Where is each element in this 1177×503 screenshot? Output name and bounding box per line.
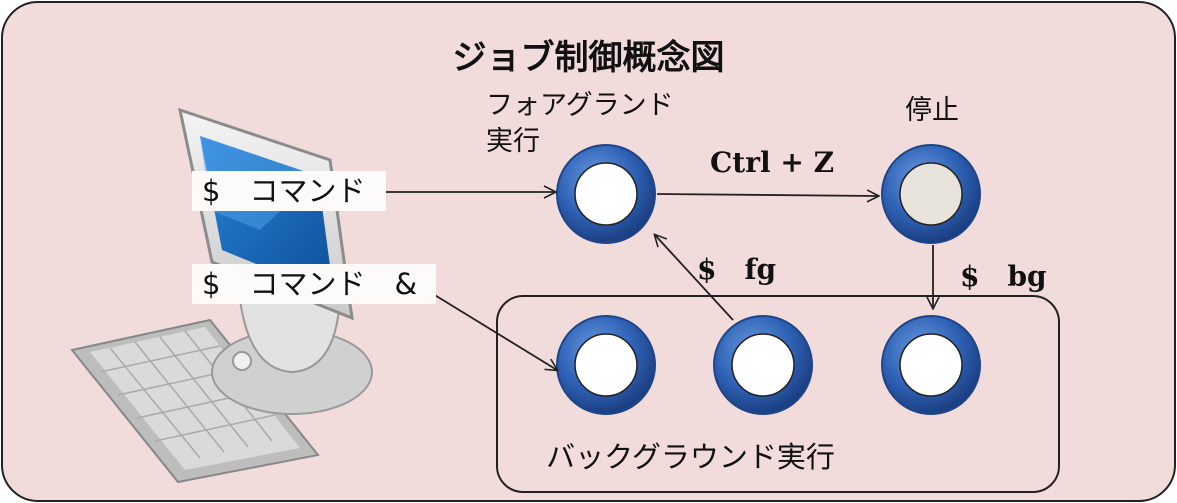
ctrl-z-label: Ctrl + Z bbox=[710, 146, 835, 179]
stopped-label: 停止 bbox=[905, 95, 959, 126]
background-label: バックグラウンド実行 bbox=[546, 440, 835, 474]
bg-command-label: $ bg bbox=[960, 260, 1047, 293]
background-command-label: $ コマンド & bbox=[192, 264, 436, 304]
background-job-node bbox=[713, 315, 813, 415]
arrow-command-to-background bbox=[419, 285, 557, 370]
foreground-label-line2: 実行 bbox=[486, 126, 540, 157]
background-job-node bbox=[556, 315, 656, 415]
foreground-job-node bbox=[556, 144, 656, 244]
arrow-foreground-to-stopped bbox=[656, 194, 878, 196]
diagram-title: ジョブ制御概念図 bbox=[452, 38, 725, 78]
background-group-box bbox=[496, 295, 1060, 493]
foreground-label-line1: フォアグランド bbox=[486, 90, 674, 121]
arrow-background-to-foreground bbox=[655, 235, 734, 321]
foreground-label: フォアグランド 実行 bbox=[486, 88, 674, 160]
fg-command-label: $ fg bbox=[697, 253, 777, 286]
stopped-job-node bbox=[881, 144, 981, 244]
foreground-command-label: $ コマンド bbox=[192, 171, 386, 211]
background-job-node bbox=[881, 315, 981, 415]
